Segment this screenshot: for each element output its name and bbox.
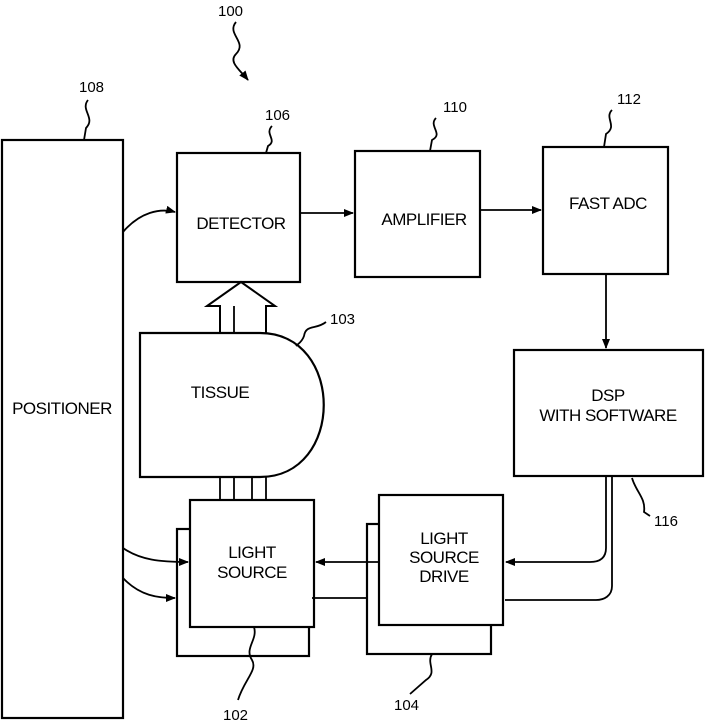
positioner-ref: 108 (79, 79, 104, 96)
detector-block: DETECTOR (177, 153, 300, 282)
light-source-drive-block: LIGHT SOURCE DRIVE (367, 495, 503, 654)
positioner-ref-leader (84, 100, 89, 140)
dsp-block: DSP WITH SOFTWARE (514, 350, 703, 476)
amplifier-ref-leader (430, 118, 437, 151)
positioner-to-light-source-second-arrow (123, 578, 175, 598)
positioner-to-detector-arrow (123, 211, 175, 232)
light-source-drive-label-line-2: SOURCE (409, 548, 479, 567)
tissue-ref-leader (296, 322, 326, 346)
dsp-to-drive-arrow (506, 476, 606, 562)
light-source-block: LIGHT SOURCE (177, 500, 314, 656)
figure-ref-100: 100 (218, 3, 243, 20)
positioner-label: POSITIONER (12, 399, 112, 418)
detector-label: DETECTOR (196, 214, 285, 233)
figure-ref-pointer (233, 22, 248, 80)
dsp-ref-leader (632, 478, 650, 516)
light-source-label-line-2: SOURCE (217, 563, 287, 582)
detector-ref-leader (266, 126, 272, 153)
light-source-drive-ref-leader (410, 654, 432, 694)
amplifier-ref: 110 (443, 99, 467, 116)
dsp-label-line-1: DSP (591, 386, 625, 405)
fast-adc-block: FAST ADC (543, 147, 668, 274)
tissue-label: TISSUE (191, 383, 250, 402)
tissue-ref: 103 (330, 311, 355, 328)
dsp-to-drive-return (505, 476, 612, 600)
dsp-ref: 116 (654, 513, 678, 530)
amplifier-block: AMPLIFIER (355, 151, 480, 277)
detector-ref: 106 (265, 107, 290, 124)
fast-adc-ref: 112 (617, 91, 641, 108)
light-source-drive-label-line-3: DRIVE (419, 567, 469, 586)
fast-adc-label: FAST ADC (569, 194, 647, 213)
light-source-ref: 102 (223, 707, 248, 724)
fast-adc-ref-leader (604, 110, 612, 147)
amplifier-label: AMPLIFIER (381, 210, 466, 229)
positioner-block: POSITIONER (2, 140, 123, 718)
tissue-shape: TISSUE (140, 333, 324, 477)
light-source-drive-ref: 104 (394, 697, 419, 714)
light-source-drive-label-line-1: LIGHT (420, 529, 468, 548)
dsp-label-line-2: WITH SOFTWARE (539, 406, 677, 425)
light-source-label-line-1: LIGHT (228, 543, 276, 562)
